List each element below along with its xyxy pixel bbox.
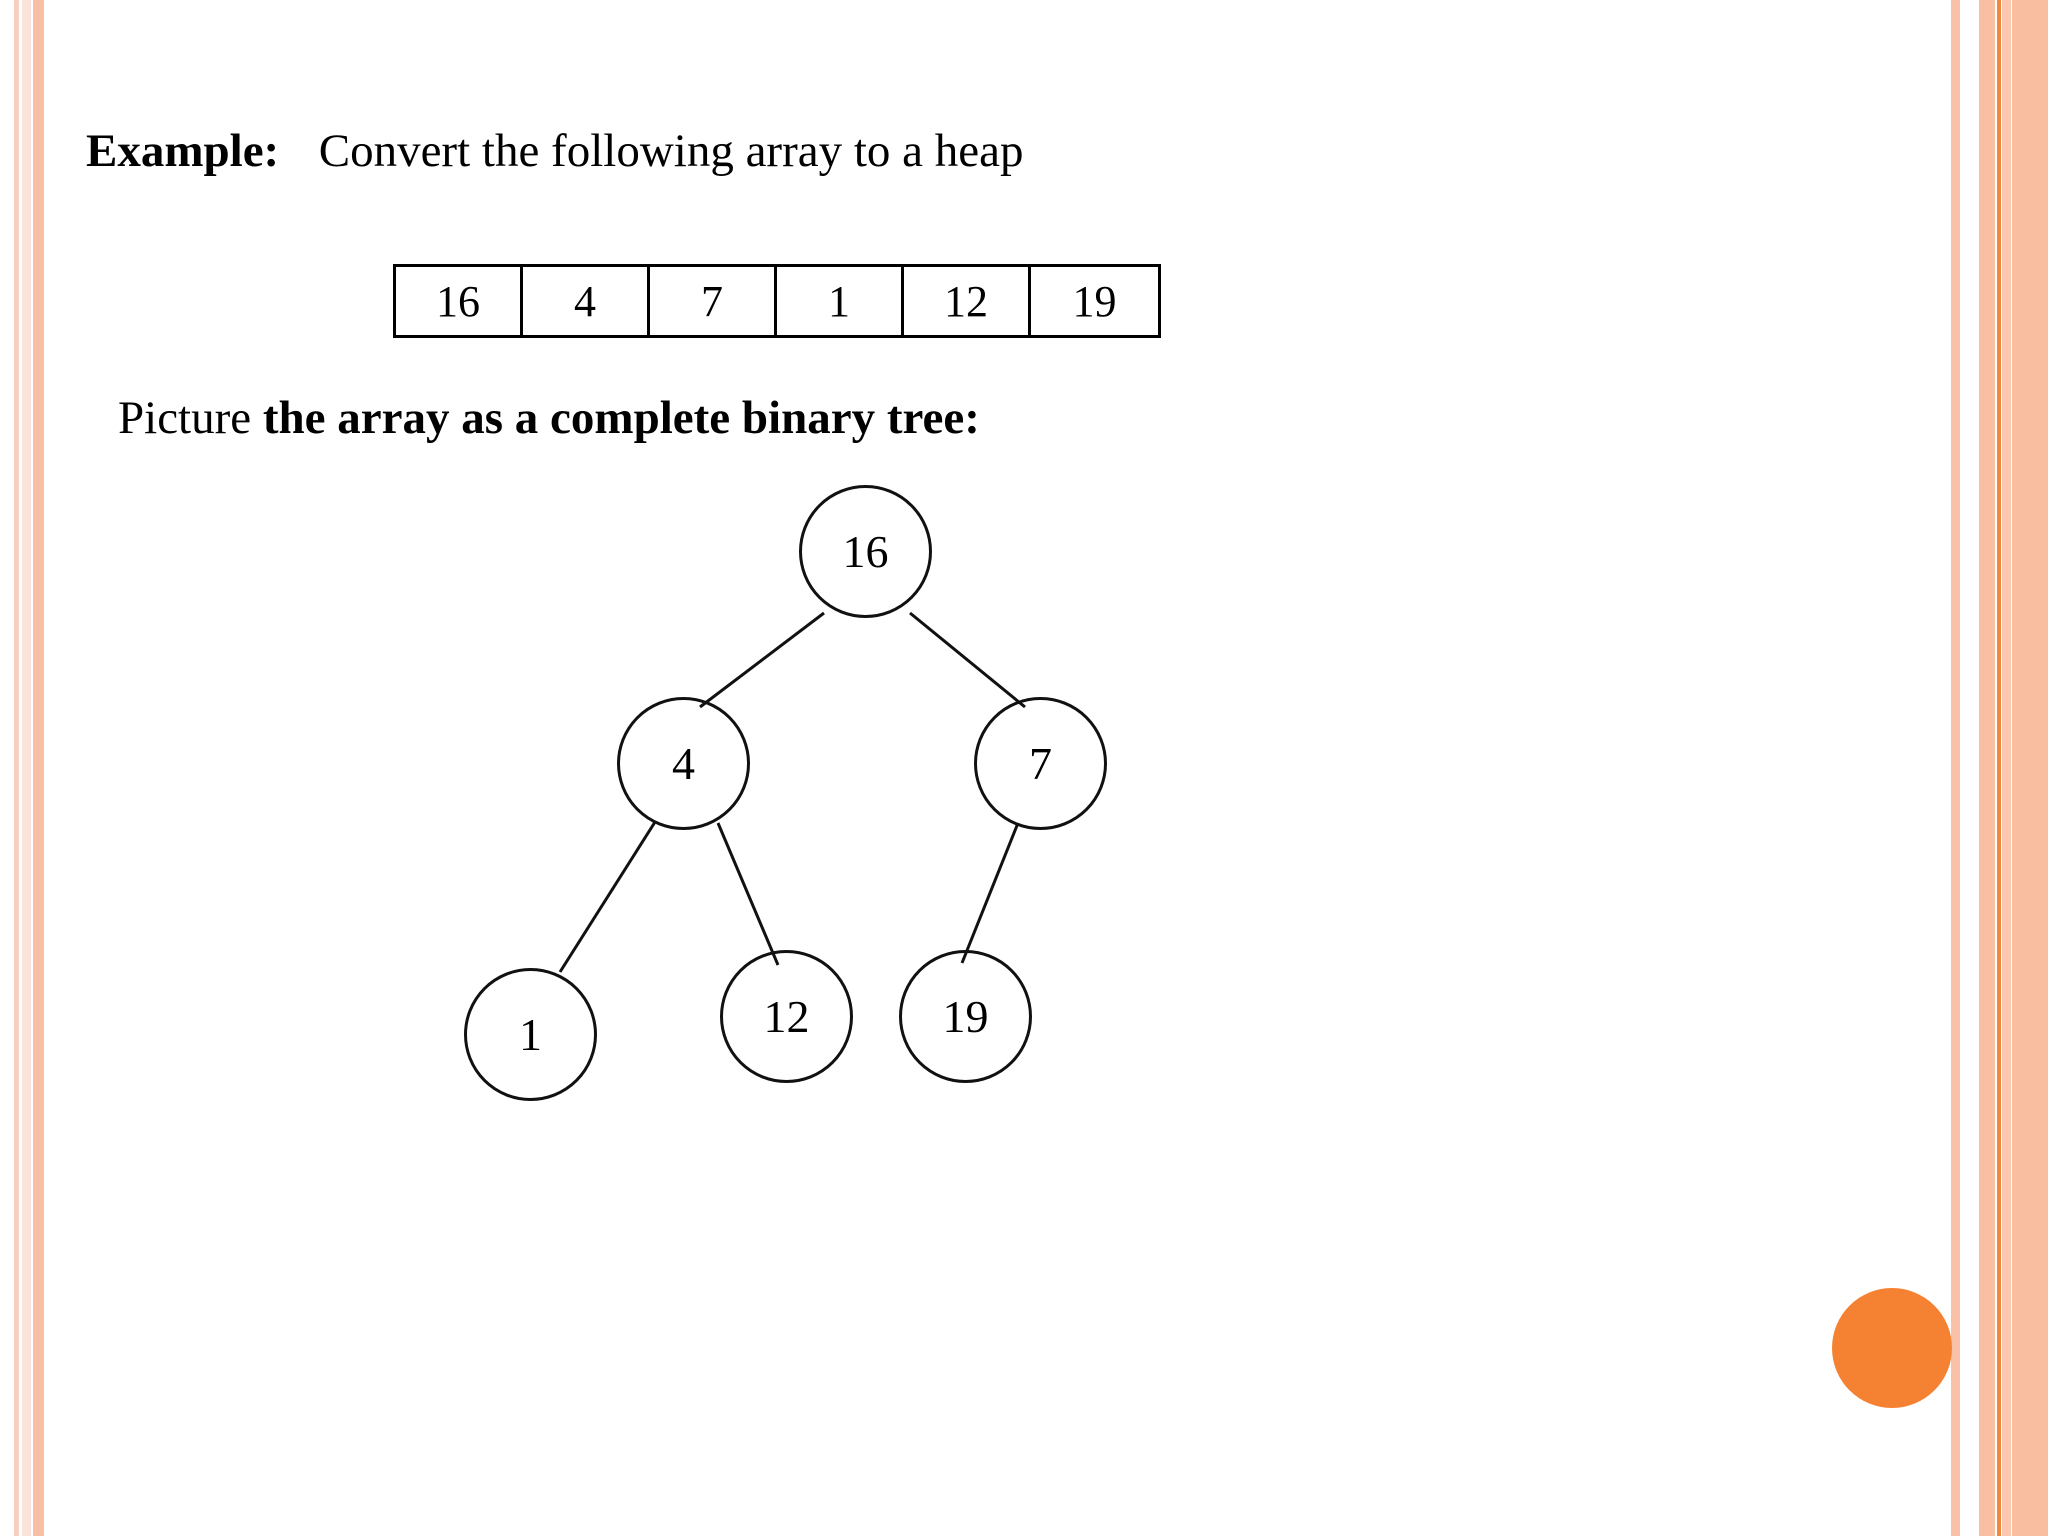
picture-prefix-text: Picture	[118, 392, 263, 444]
right-border-stripe-4	[1997, 0, 2001, 1536]
tree-node-19: 19	[899, 950, 1032, 1083]
left-border-stripe-3	[33, 0, 44, 1536]
decorative-orange-dot-icon	[1832, 1288, 1952, 1408]
tree-node-label: 1	[519, 1009, 542, 1060]
tree-edge	[960, 822, 1020, 964]
tree-node-label: 12	[763, 991, 810, 1042]
tree-node-label: 19	[942, 991, 989, 1042]
array-cell: 4	[523, 267, 650, 335]
tree-node-label: 4	[672, 738, 695, 789]
tree-edge	[716, 822, 780, 966]
right-border-stripe-3	[1979, 0, 1995, 1536]
right-border-stripe-6	[2012, 0, 2048, 1536]
array-cell: 7	[650, 267, 777, 335]
array-table: 16 4 7 1 12 19	[393, 264, 1161, 338]
picture-heading: Picture the array as a complete binary t…	[118, 395, 980, 442]
picture-bold-text: the array as a complete binary tree:	[262, 392, 980, 444]
tree-node-16: 16	[799, 485, 932, 618]
array-cell: 1	[777, 267, 904, 335]
left-border-stripe-2	[22, 0, 31, 1536]
tree-node-label: 16	[842, 526, 889, 577]
example-heading: Example: Convert the following array to …	[86, 128, 1024, 175]
tree-node-1: 1	[464, 968, 597, 1101]
array-cell: 12	[904, 267, 1031, 335]
array-cell: 19	[1072, 276, 1117, 326]
tree-edge	[699, 611, 825, 709]
tree-edge	[909, 611, 1026, 709]
right-border-stripe-5	[2002, 0, 2011, 1536]
tree-node-12: 12	[720, 950, 853, 1083]
right-border-stripe-1	[1951, 0, 1960, 1536]
right-border-stripe-2	[1966, 0, 1976, 1536]
tree-node-7: 7	[974, 697, 1107, 830]
left-border-stripe-1	[14, 0, 19, 1536]
example-body-text: Convert the following array to a heap	[318, 125, 1024, 177]
tree-node-4: 4	[617, 697, 750, 830]
tree-edge	[558, 821, 657, 973]
tree-node-label: 7	[1029, 738, 1052, 789]
array-cell: 16	[396, 267, 523, 335]
example-label: Example:	[86, 125, 280, 177]
